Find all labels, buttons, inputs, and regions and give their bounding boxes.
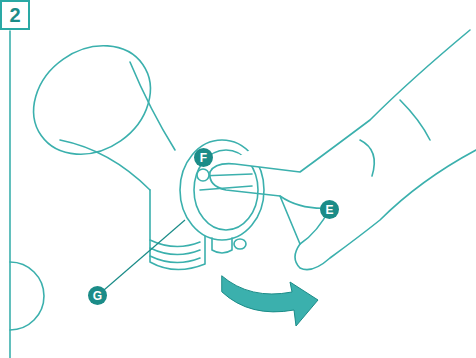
leader-line: [104, 220, 185, 290]
turn-arrow: [222, 276, 318, 326]
callout-letter: E: [320, 200, 339, 219]
callout-letter: G: [88, 286, 107, 305]
callout-letter: F: [194, 148, 213, 167]
margin-line: [9, 31, 11, 358]
margin-circle: [10, 262, 44, 330]
breast-shield: [13, 23, 175, 190]
step-number: 2: [0, 0, 30, 30]
hand: [210, 30, 476, 270]
